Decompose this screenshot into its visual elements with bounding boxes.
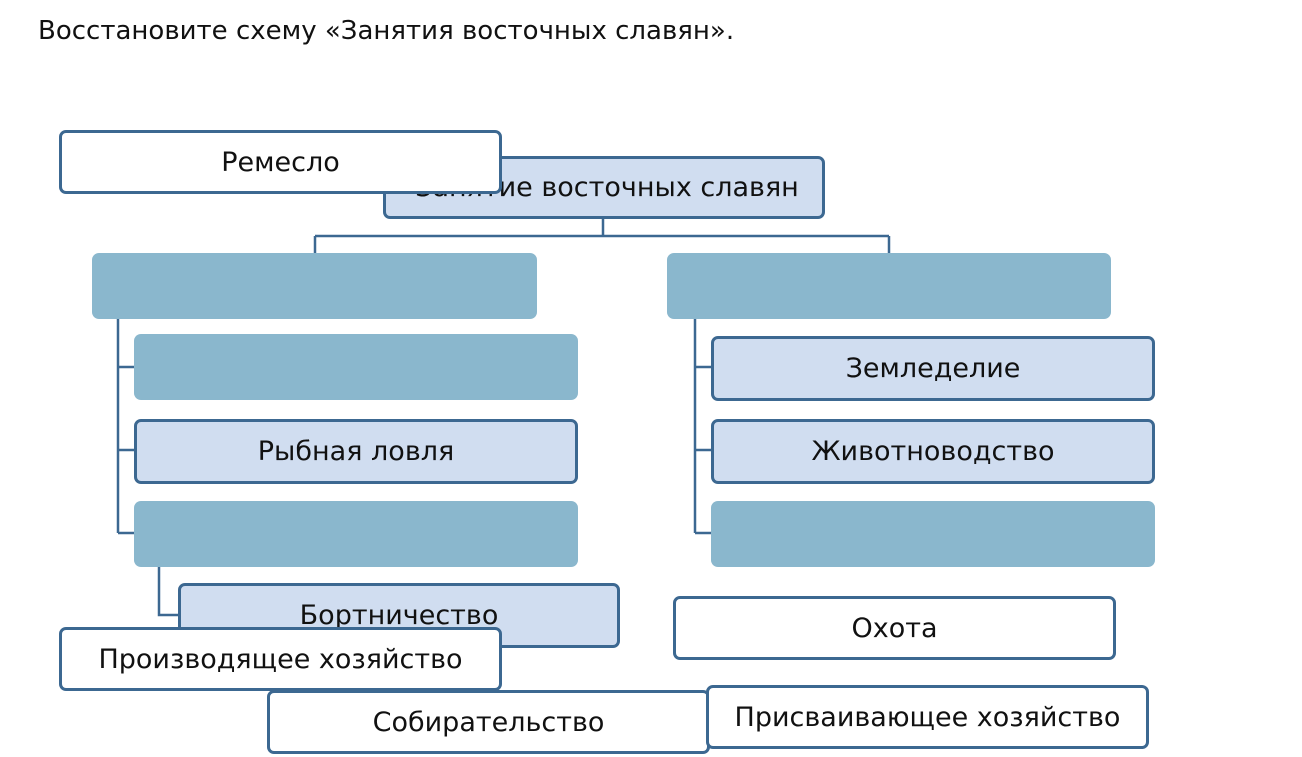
right-branch-connector: [693, 318, 713, 535]
answer-tile-label: Производящее хозяйство: [98, 643, 463, 675]
right-item-farming-label: Земледелие: [845, 353, 1021, 384]
right-item-farming: Земледелие: [711, 336, 1155, 401]
left-item-slot-3[interactable]: [134, 501, 578, 567]
answer-tile-label: Присваивающее хозяйство: [734, 701, 1121, 733]
answer-tile-craft[interactable]: Ремесло: [59, 130, 502, 194]
right-item-slot-3[interactable]: [711, 501, 1155, 567]
left-item-slot-1[interactable]: [134, 334, 578, 400]
answer-tile-hunting[interactable]: Охота: [673, 596, 1116, 660]
answer-tile-label: Собирательство: [372, 706, 605, 738]
answer-tile-producing-economy[interactable]: Производящее хозяйство: [59, 627, 502, 691]
right-heading-slot[interactable]: [667, 253, 1111, 319]
left-item-fishing: Рыбная ловля: [134, 419, 578, 484]
root-connector: [313, 218, 891, 254]
left-heading-slot[interactable]: [92, 253, 537, 319]
answer-tile-label: Охота: [851, 612, 938, 644]
left-item-fishing-label: Рыбная ловля: [257, 436, 455, 467]
left-sub-item-beekeeping-label: Бортничество: [299, 600, 499, 631]
left-branch-connector: [116, 318, 136, 535]
answer-tile-label: Ремесло: [221, 146, 340, 178]
task-instruction: Восстановите схему «Занятия восточных сл…: [38, 16, 735, 46]
right-item-livestock-label: Животноводство: [811, 436, 1055, 467]
answer-tile-appropriating-economy[interactable]: Присваивающее хозяйство: [706, 685, 1149, 749]
left-sub-connector: [157, 566, 180, 617]
right-item-livestock: Животноводство: [711, 419, 1155, 484]
answer-tile-gathering[interactable]: Собирательство: [267, 690, 710, 754]
